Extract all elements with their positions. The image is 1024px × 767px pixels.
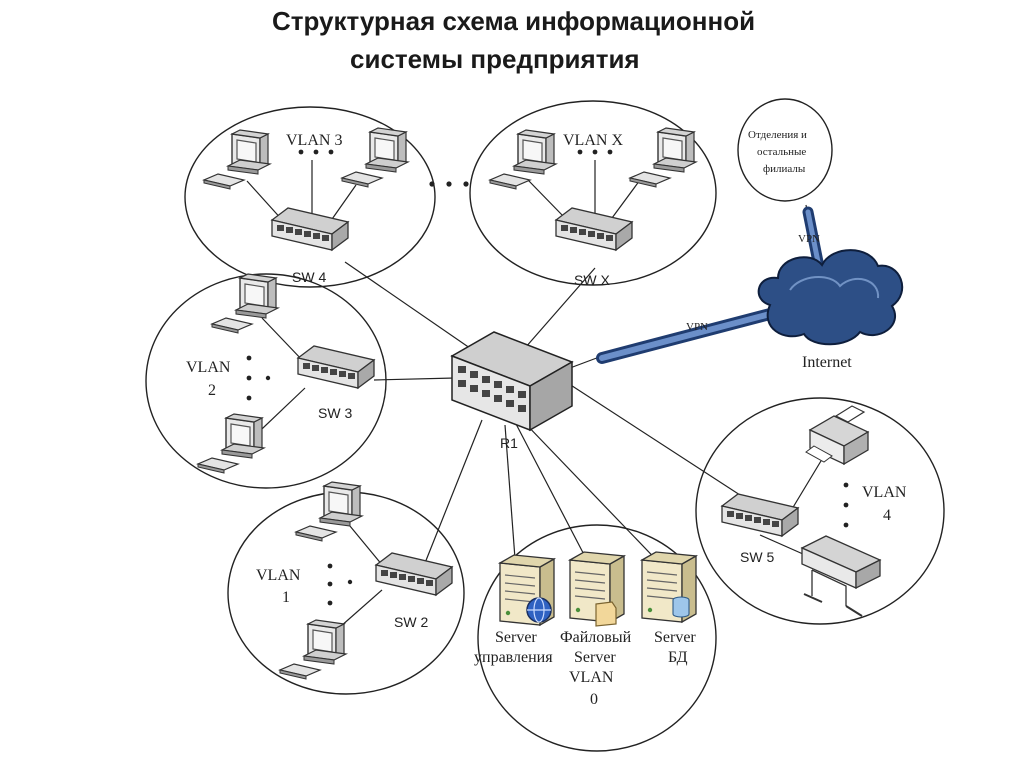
branches-label-line2: остальные [757,146,806,158]
sw4-label: SW 4 [292,269,326,285]
vpn-label-branches: VPN [798,233,820,245]
computer-icon [295,481,363,542]
mgmt-server-label-b: управления [474,649,553,666]
vlan0-zone [477,524,717,752]
file-server-label-a: Файловый [560,629,632,646]
router-r1-icon [450,331,574,432]
computer-icon [489,129,557,190]
switch-sw5-icon [721,493,799,537]
vlan2-label-b: 2 [208,382,216,399]
vlan2-label-a: VLAN [186,359,231,376]
computer-icon [629,127,697,188]
branches-label-line3: филиалы [763,163,806,175]
switch-sw2-icon [375,552,453,596]
vlan4-label-a: VLAN [862,484,907,501]
vpn-tunnel-branches [802,206,824,268]
globe-badge-icon [526,597,552,623]
switch-sw3-icon [297,345,375,389]
vlan4-label-b: 4 [883,507,891,524]
vpn-label-main: VPN [686,321,708,333]
vlan3-label: VLAN 3 [286,132,342,149]
vlanx-label: VLAN X [563,132,623,149]
db-server-label-a: Server [654,629,696,646]
vlanx-zone [469,100,717,286]
database-badge-icon [672,596,690,618]
vlan2-zone [145,273,387,489]
vpn-tunnel-main [596,308,776,364]
file-server-label-b: Server [574,649,616,666]
diagram-title-line1: Структурная схема информационной [272,6,755,36]
sw2-label: SW 2 [394,614,428,630]
mgmt-server-label-a: Server [495,629,537,646]
switch-sw4-icon [271,207,349,251]
computer-icon [341,127,409,188]
sw3-label: SW 3 [318,405,352,421]
vlan1-label-b: 1 [282,589,290,606]
switch-swx-icon [555,207,633,251]
vlan3-zone [184,106,436,288]
computer-icon [279,619,347,680]
branches-zone [737,98,833,202]
router-label: R1 [500,435,518,451]
vlan4-zone [695,397,945,625]
db-server-label-b: БД [668,649,688,666]
ellipsis-dots [246,149,849,606]
vlan0-label-b: 0 [590,691,598,708]
printer-icon [805,405,870,466]
internet-label: Internet [802,354,852,371]
internet-cloud-icon [757,249,904,346]
vlan0-label-a: VLAN [569,669,614,686]
sw5-label: SW 5 [740,549,774,565]
plotter-icon [800,535,882,617]
branches-label-line1: Отделения и [748,129,807,141]
swx-label: SW X [574,272,610,288]
vlan1-label-a: VLAN [256,567,301,584]
folder-badge-icon [595,601,617,627]
diagram-title-line2: системы предприятия [350,44,640,74]
computer-icon [197,413,265,474]
